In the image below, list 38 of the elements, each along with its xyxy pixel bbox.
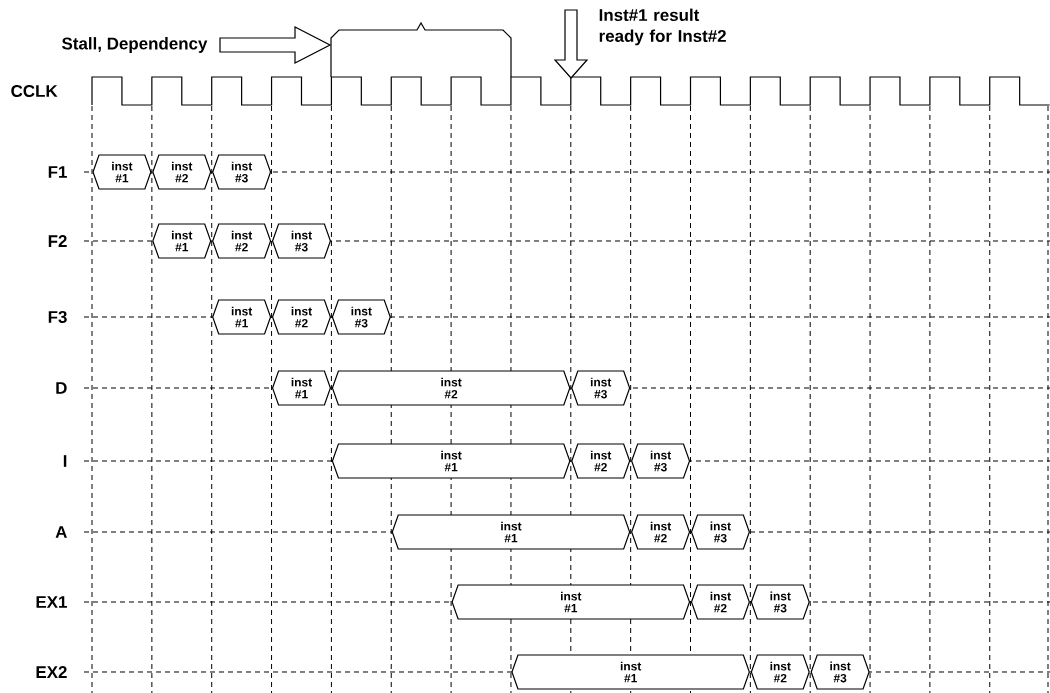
instruction-box: inst #2: [271, 299, 332, 335]
row-label: A: [55, 526, 67, 538]
instruction-box: inst #2: [331, 370, 571, 406]
row-label: I: [63, 455, 67, 467]
instruction-box: inst #1: [391, 514, 631, 550]
annotation-text: Stall, Dependency: [62, 37, 208, 53]
instruction-box: inst #3: [750, 584, 810, 620]
instruction-box: inst #1: [212, 299, 272, 335]
row-label: F2: [48, 235, 67, 247]
instruction-box: inst #2: [631, 514, 691, 550]
instruction-box: inst #3: [331, 299, 391, 335]
row-label: EX2: [36, 666, 67, 678]
instruction-box: inst #2: [212, 223, 272, 259]
instruction-box: inst #2: [152, 154, 212, 190]
instruction-box: inst #3: [690, 514, 750, 550]
row-label: EX1: [36, 596, 67, 608]
instruction-box: inst #3: [810, 654, 870, 690]
instruction-box: inst #1: [271, 370, 332, 406]
instruction-box: inst #3: [631, 443, 691, 479]
instruction-box: inst #1: [152, 223, 212, 259]
row-label: F3: [48, 311, 67, 323]
instruction-box: inst #3: [271, 223, 332, 259]
instruction-box: inst #3: [571, 370, 631, 406]
node-label: inst #2: [770, 661, 791, 683]
instruction-box: inst #1: [331, 443, 571, 479]
node-label: inst #3: [830, 661, 851, 683]
instruction-box: inst #1: [511, 654, 750, 690]
row-label: D: [56, 382, 67, 394]
instruction-box: inst #2: [690, 584, 750, 620]
row-label: F1: [48, 166, 67, 178]
instruction-box: inst #1: [451, 584, 691, 620]
node-label: inst #1: [620, 661, 642, 683]
instruction-box: inst #2: [750, 654, 810, 690]
instruction-box: inst #2: [571, 443, 631, 479]
instruction-box: inst #3: [212, 154, 272, 190]
annotation-text: Inst#1 result ready for Inst#2: [599, 8, 726, 46]
instruction-box: inst #1: [92, 154, 152, 190]
row-label: CCLK: [11, 85, 58, 97]
